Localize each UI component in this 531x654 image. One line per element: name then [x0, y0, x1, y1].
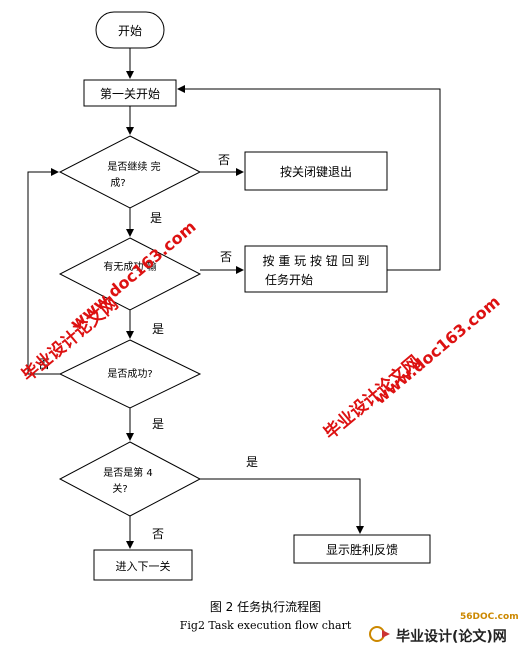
replay-label-line2: 任务开始: [265, 272, 313, 287]
label-yes-4: 是: [246, 455, 258, 469]
level1-start-box: [83, 79, 177, 107]
label-no-3: 否: [38, 357, 50, 371]
label-no-4: 否: [152, 527, 164, 541]
watermark-right-url: www.doc163.com: [370, 292, 503, 408]
label-yes-2: 是: [152, 322, 164, 336]
site-logo: 56DOC.com 毕业设计(论文)网: [360, 612, 530, 652]
decision-level4-line1: 是否是第 4: [103, 466, 153, 479]
next-level-label: 进入下一关: [116, 559, 171, 573]
decision-success-label: 是否成功?: [107, 368, 152, 380]
win-connector: [200, 478, 364, 534]
start-label: 开始: [118, 24, 142, 38]
label-no-1: 否: [218, 153, 230, 167]
replay-loop-connector: [177, 85, 441, 271]
label-yes-1: 是: [150, 211, 162, 225]
decision-continue-line2: 成?: [110, 177, 125, 189]
win-feedback-label: 显示胜利反馈: [326, 542, 398, 557]
exit-label: 按关闭键退出: [280, 165, 352, 179]
logo-top-text: 56DOC.com: [460, 612, 519, 622]
replay-box: [244, 245, 388, 293]
decision-level4: [58, 441, 202, 517]
exit-box: [244, 151, 388, 191]
replay-label-line1: 按 重 玩 按 钮 回 到: [263, 253, 370, 268]
win-feedback-box: [293, 534, 431, 564]
level1-start-label: 第一关开始: [100, 87, 160, 101]
next-level-box: [93, 549, 193, 581]
figure-caption-chinese: 图 2 任务执行流程图: [209, 600, 322, 614]
flowchart-canvas: 开始 第一关开始 是否继续 完 成? 否 按关闭键退出 是 有无成功 输 否 按…: [18, 11, 504, 581]
logo-mark-icon: [369, 626, 390, 642]
label-yes-3: 是: [152, 417, 164, 431]
decision-all-line1: 有无成功 输: [103, 260, 156, 273]
label-no-2: 否: [220, 250, 232, 264]
decision-level4-line2: 关?: [112, 482, 127, 495]
decision-continue-line1: 是否继续 完: [107, 160, 160, 173]
fail-loop-connector: [27, 168, 60, 375]
figure-caption-english: Fig2 Task execution flow chart: [179, 619, 352, 632]
watermark-site-url-2: www.doc163.com: [370, 292, 503, 408]
logo-main-text: 毕业设计(论文)网: [396, 629, 507, 645]
